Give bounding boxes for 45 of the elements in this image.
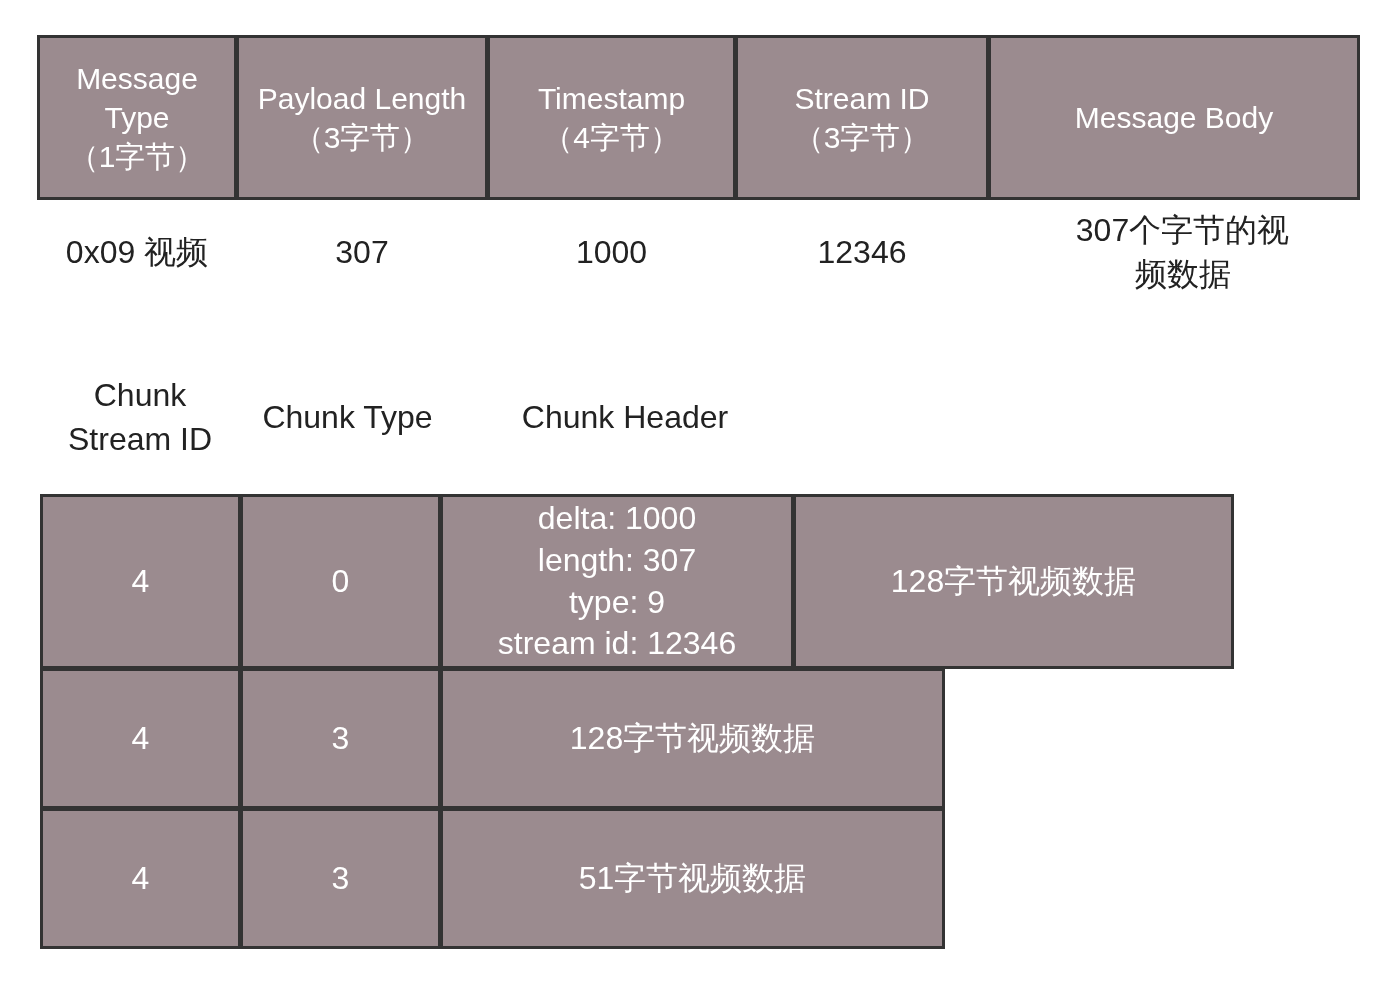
field-cell	[487, 35, 736, 200]
value-label: 0x09 视频	[64, 233, 210, 273]
field-cell	[793, 494, 1234, 669]
cell-text: 128字节视频数据	[569, 718, 816, 758]
cell-text: 4	[131, 858, 150, 898]
cell-text: （3字节）	[293, 119, 431, 156]
cell-text: 4	[131, 561, 150, 601]
cell-text: stream id: 12346	[497, 624, 737, 664]
cell-text: （1字节）	[68, 139, 206, 175]
cell-text: Timestamp	[537, 80, 686, 117]
cell-text: Stream ID	[794, 80, 930, 117]
cell-text: 3	[331, 858, 350, 898]
value-label: 1000	[574, 233, 649, 273]
field-cell	[236, 35, 488, 200]
column-label: Chunk Type	[261, 398, 434, 438]
field-cell	[37, 35, 237, 200]
field-cell	[440, 494, 794, 669]
field-cell	[440, 668, 945, 809]
field-cell	[240, 494, 441, 669]
cell-text: 128字节视频数据	[890, 561, 1137, 601]
field-cell	[988, 35, 1360, 200]
field-cell	[240, 668, 441, 809]
field-cell	[735, 35, 989, 200]
value-label: 12346	[816, 233, 908, 273]
cell-text: Message Type	[75, 61, 199, 136]
cell-text: （3字节）	[793, 119, 931, 156]
field-cell	[40, 668, 241, 809]
cell-text: 0	[331, 561, 350, 601]
cell-text: type: 9	[568, 582, 666, 622]
field-cell	[40, 494, 241, 669]
column-label: Chunk Stream ID	[67, 376, 213, 459]
column-label: Chunk Header	[520, 398, 730, 438]
value-label: 307	[334, 233, 390, 273]
cell-text: （4字节）	[543, 119, 680, 156]
value-label: 307个字节的视频数据	[1075, 211, 1290, 294]
field-cell	[40, 808, 241, 949]
field-cell	[240, 808, 441, 949]
cell-text: 4	[131, 718, 150, 758]
cell-text: length: 307	[537, 540, 697, 580]
field-cell	[440, 808, 945, 949]
cell-text: delta: 1000	[537, 499, 697, 539]
cell-text: 3	[331, 718, 350, 758]
cell-text: Payload Length	[257, 80, 467, 117]
cell-text: Message Body	[1074, 100, 1274, 136]
cell-text: 51字节视频数据	[578, 858, 807, 898]
